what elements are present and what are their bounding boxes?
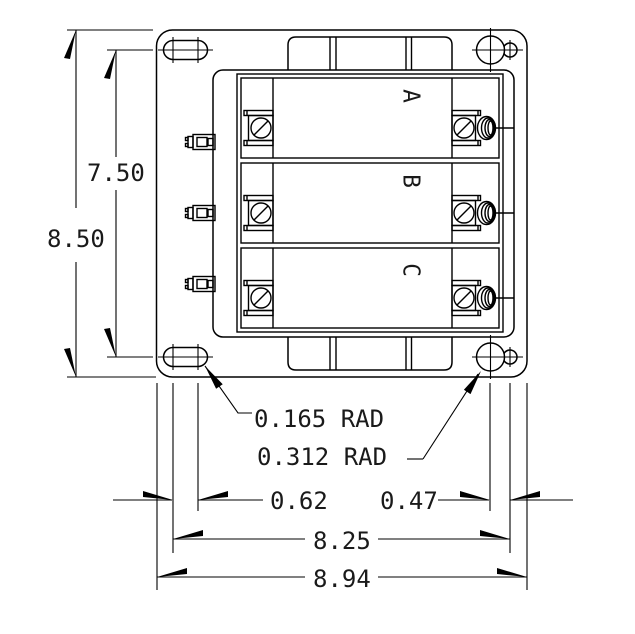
- dim-arrow: [173, 530, 203, 539]
- extension-lines-bottom: [156, 383, 528, 590]
- keyhole-slot-top-right: [471, 27, 524, 73]
- dim-text-mount-width: 8.25: [313, 527, 371, 555]
- leader-slot-radius: 0.165 RAD: [204, 365, 384, 433]
- pole-section-c: [240, 247, 515, 329]
- breaker-body-outline: [212, 69, 515, 338]
- dim-slot-offset: 0.62: [113, 487, 328, 515]
- dim-mount-width: 8.25: [173, 527, 510, 555]
- dim-arrow: [143, 491, 173, 500]
- dim-text-slot-offset: 0.62: [270, 487, 328, 515]
- dim-arrow: [510, 491, 540, 500]
- side-connector-3: [184, 275, 216, 293]
- side-connector-2: [184, 204, 216, 222]
- dim-overall-width: 8.94: [157, 565, 527, 593]
- phase-label-b: B: [398, 174, 424, 188]
- dim-arrow: [480, 530, 510, 539]
- dim-arrow: [460, 491, 490, 500]
- pole-section-b: [240, 162, 515, 244]
- dim-arrow: [198, 491, 228, 500]
- dim-text-slot-radius: 0.165 RAD: [254, 405, 384, 433]
- mounting-slot-bottom-left: [157, 343, 214, 371]
- dim-arrow: [64, 348, 76, 377]
- phase-label-a: A: [398, 89, 424, 103]
- bottom-tab-outline: [287, 337, 453, 371]
- dim-overall-height: 8.50: [47, 29, 156, 378]
- dim-text-slot-center-height: 7.50: [87, 159, 145, 187]
- pole-section-a: [240, 77, 515, 159]
- leader-arrowhead: [463, 371, 481, 395]
- dim-arrow: [157, 568, 187, 577]
- dim-keyhole-offset: 0.47: [380, 487, 573, 515]
- phase-label-c: C: [398, 263, 424, 277]
- side-connector-1: [184, 133, 216, 151]
- dim-arrow: [497, 568, 527, 577]
- terminal-assembly-outline: [236, 73, 504, 333]
- leader-line: [204, 365, 252, 414]
- keyhole-slot-bottom-right: [471, 334, 524, 380]
- dim-arrow: [104, 50, 116, 79]
- dim-slot-center-height: 7.50: [87, 49, 153, 358]
- mounting-plate-outline: [155, 29, 528, 378]
- top-tab-outline: [287, 36, 453, 70]
- dim-text-overall-width: 8.94: [313, 565, 371, 593]
- dim-arrow: [64, 30, 76, 59]
- leader-keyhole-radius: 0.312 RAD: [257, 371, 481, 471]
- dim-text-keyhole-radius: 0.312 RAD: [257, 443, 387, 471]
- dim-arrow: [104, 328, 116, 357]
- mounting-slot-top-left: [157, 36, 214, 64]
- dim-text-keyhole-offset: 0.47: [380, 487, 438, 515]
- dim-text-overall-height: 8.50: [47, 225, 105, 253]
